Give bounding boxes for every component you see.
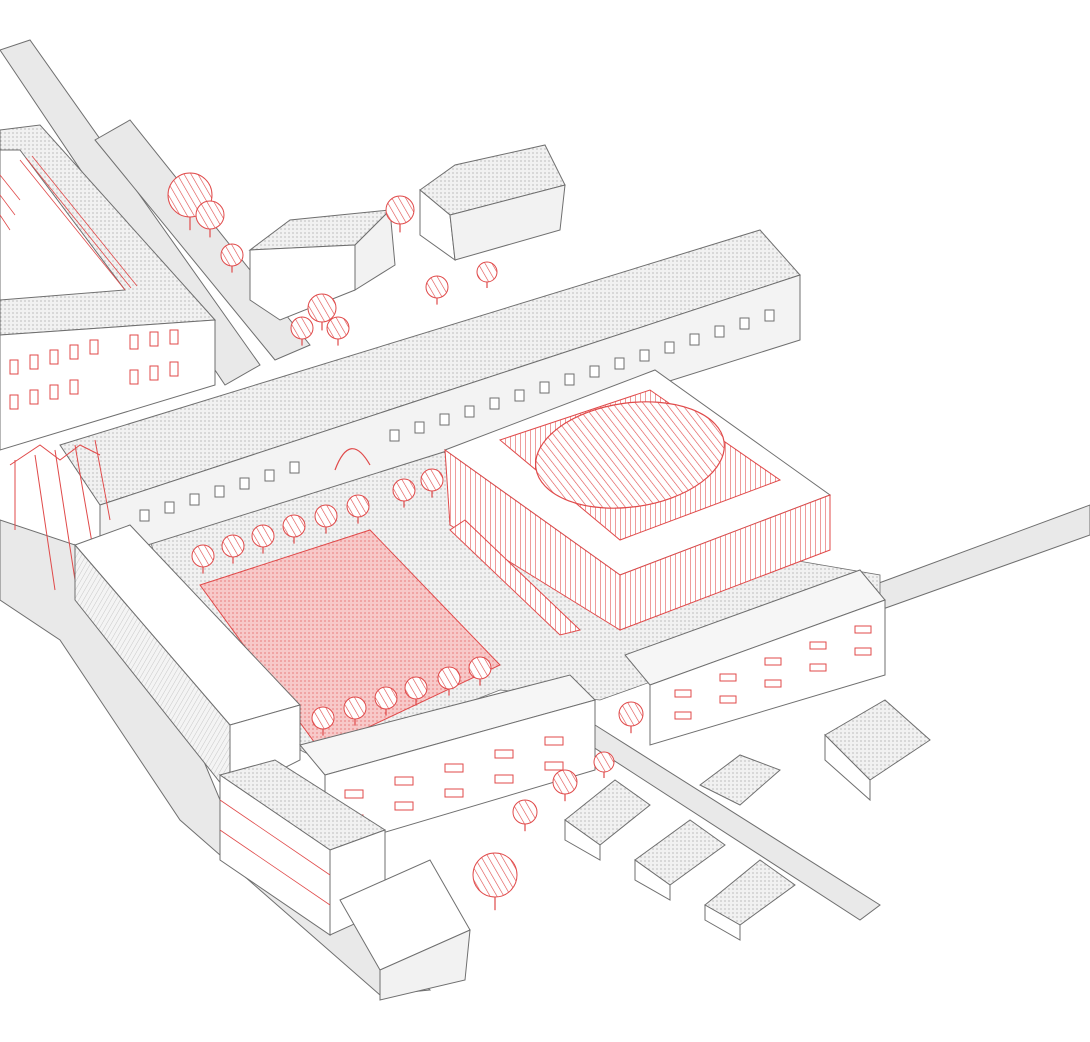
- arena-facade-right: [619, 494, 831, 631]
- arena-oval: [535, 401, 725, 509]
- tree-crown: [437, 666, 461, 690]
- building-arena: [443, 369, 832, 636]
- tree-crown: [307, 293, 337, 323]
- tree-crown: [343, 696, 367, 720]
- tree: [512, 799, 538, 832]
- tree-crown: [314, 504, 338, 528]
- tree: [476, 261, 498, 288]
- corner-bands: [219, 799, 331, 906]
- tree-crown: [251, 524, 275, 548]
- building-small-southwest: [339, 859, 471, 1001]
- glass-canopy: [9, 439, 111, 591]
- tree-crown: [404, 676, 428, 700]
- tree-crown: [618, 701, 644, 727]
- tree: [437, 666, 461, 696]
- hall-archway: [334, 448, 371, 471]
- tree: [425, 275, 449, 305]
- building-gabled-north-2: [419, 144, 566, 262]
- row-south-windows: [344, 736, 564, 824]
- tree: [593, 751, 615, 778]
- tree: [468, 656, 492, 686]
- facade-windows-northwest: [9, 329, 179, 410]
- tree-crown: [290, 316, 314, 340]
- row-east-windows: [674, 625, 872, 720]
- tree-crown: [220, 243, 244, 267]
- tree: [420, 468, 444, 498]
- building-row-east: [624, 569, 886, 746]
- tree-crown: [195, 200, 225, 230]
- tree-crown: [282, 514, 306, 538]
- street-east: [859, 504, 1090, 611]
- tree: [618, 701, 644, 734]
- tree: [404, 676, 428, 706]
- hall-windows: [139, 309, 775, 522]
- tree: [290, 316, 314, 346]
- tree-crown: [326, 316, 350, 340]
- tree-crown: [346, 494, 370, 518]
- tree: [346, 494, 370, 524]
- row-east-facade: [649, 599, 886, 746]
- tree-crown: [392, 478, 416, 502]
- tree: [472, 852, 518, 911]
- tree: [191, 544, 215, 574]
- building-northwest-block: [0, 124, 217, 451]
- tree-crown: [476, 261, 498, 283]
- tree-crown: [425, 275, 449, 299]
- arena-stairs: [449, 519, 582, 636]
- building-row-south: [299, 674, 596, 851]
- tree: [326, 316, 350, 346]
- tree-layer: [167, 172, 644, 911]
- tree: [221, 534, 245, 564]
- courtyard-stripes: [0, 155, 138, 291]
- tree: [307, 293, 337, 331]
- facade-northwest-block: [0, 319, 216, 451]
- tree-crown: [374, 686, 398, 710]
- tree-crown: [311, 706, 335, 730]
- tree-crown: [472, 852, 518, 898]
- tree-crown: [512, 799, 538, 825]
- tree: [311, 706, 335, 736]
- tree-crown: [468, 656, 492, 680]
- building-gabled-southeast: [564, 699, 931, 941]
- tree-crown: [552, 769, 578, 795]
- building-gabled-north-1: [248, 208, 396, 321]
- tree: [392, 478, 416, 508]
- tree-crown: [191, 544, 215, 568]
- tree: [195, 200, 225, 238]
- tree-crown: [420, 468, 444, 492]
- tree: [552, 769, 578, 802]
- tree: [314, 504, 338, 534]
- tree-crown: [385, 195, 415, 225]
- tree-crown: [221, 534, 245, 558]
- tree: [343, 696, 367, 726]
- tree: [282, 514, 306, 544]
- tree: [385, 195, 415, 233]
- tree: [251, 524, 275, 554]
- tree: [374, 686, 398, 716]
- tree: [220, 243, 244, 273]
- tree-crown: [593, 751, 615, 773]
